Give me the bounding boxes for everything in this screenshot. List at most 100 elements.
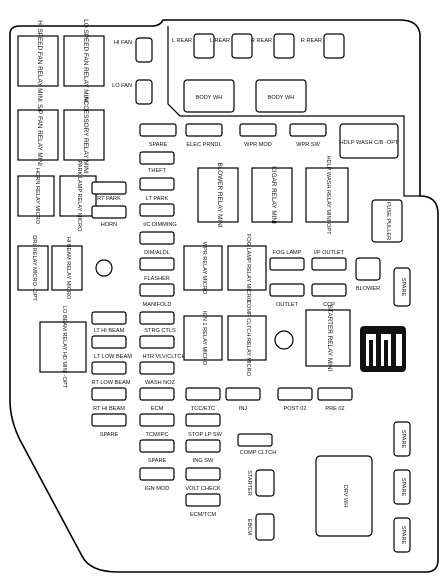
svg-text:HI FAN: HI FAN bbox=[114, 40, 132, 46]
relay-starter: STARTER RELAY MINI bbox=[305, 305, 351, 372]
svg-text:FOG LAMP RELAY MICRO: FOG LAMP RELAY MICRO bbox=[245, 234, 251, 303]
svg-text:POST 02: POST 02 bbox=[284, 406, 307, 412]
svg-text:BLOWER RELAY MINI: BLOWER RELAY MINI bbox=[216, 162, 223, 227]
relay-hdlp-wash: HDLP WASH RELAY MINI-OPT bbox=[305, 155, 349, 235]
fuse-l-rear-1: L REAR bbox=[172, 33, 215, 59]
svg-text:STARTER RELAY MINI: STARTER RELAY MINI bbox=[326, 305, 333, 372]
svg-text:RT PARK: RT PARK bbox=[97, 196, 121, 202]
fuse-inj: INJ bbox=[225, 387, 261, 412]
fuse-spare-right-1: SPARE bbox=[393, 267, 411, 307]
fuse-pre-o2: PRE 02 bbox=[317, 387, 353, 412]
svg-text:ECM/TCM: ECM/TCM bbox=[190, 512, 216, 518]
svg-text:PARK LAMP RELAY MICRO: PARK LAMP RELAY MICRO bbox=[76, 160, 82, 232]
relay-accessory: ACCESSORY RELAY MINI bbox=[63, 96, 105, 174]
fuse-starter: STARTER bbox=[246, 469, 275, 497]
fuse-tcm-ipc: TCM/IPC bbox=[139, 413, 175, 438]
relay-park-lamp: PARK LAMP RELAY MICRO bbox=[59, 160, 97, 232]
inner-step-line bbox=[167, 26, 420, 197]
fuse-r-rear-1: R REAR bbox=[251, 33, 295, 59]
fuse-dim-aldl: DIM/ALDL bbox=[139, 231, 175, 256]
svg-text:BODY WH: BODY WH bbox=[196, 95, 223, 101]
relay-cigar: CIGAR RELAY MINI bbox=[251, 166, 293, 224]
fuse-rt-park: RT PARK bbox=[91, 181, 127, 202]
svg-text:CIGAR RELAY MINI: CIGAR RELAY MINI bbox=[270, 166, 277, 224]
svg-text:LT PARK: LT PARK bbox=[146, 196, 169, 202]
svg-text:HORN: HORN bbox=[101, 222, 117, 228]
relay-comp-cltch: COMP CLTCH RELAY MICRO bbox=[227, 300, 267, 377]
fuse-post-o2: POST 02 bbox=[277, 387, 313, 412]
fuse-lt-park: LT PARK bbox=[139, 177, 175, 202]
fuse-horn: HORN bbox=[91, 205, 127, 228]
svg-text:THEFT: THEFT bbox=[148, 168, 167, 174]
svg-text:HI BEAM RELAY MICRO: HI BEAM RELAY MICRO bbox=[65, 237, 71, 300]
fuse-ecm-tcm: ECM/TCM bbox=[185, 493, 221, 518]
relay-lo-beam: LO BEAM RELAY HD MINI -OPT bbox=[39, 306, 87, 389]
svg-text:TCM/IPC: TCM/IPC bbox=[146, 432, 169, 438]
svg-text:HORN RELAY MICRO: HORN RELAY MICRO bbox=[34, 168, 40, 225]
fuse-rt-low-beam: RT LOW BEAM bbox=[91, 361, 131, 386]
svg-text:SPARE: SPARE bbox=[400, 430, 406, 449]
svg-text:COMP CLTCH: COMP CLTCH bbox=[240, 450, 276, 456]
svg-text:LO BEAM RELAY HD MINI -OPT: LO BEAM RELAY HD MINI -OPT bbox=[61, 306, 67, 389]
svg-text:ACCESSORY RELAY MINI: ACCESSORY RELAY MINI bbox=[82, 96, 89, 174]
svg-text:ING SW: ING SW bbox=[193, 458, 214, 464]
fuse-elec-prndl: ELEC PRNDL bbox=[185, 123, 223, 148]
svg-text:DRV WH: DRV WH bbox=[342, 485, 348, 508]
hdlp-wash-cb: HDLP WASH C/B -OPT bbox=[339, 123, 399, 159]
svg-text:SPARE: SPARE bbox=[400, 526, 406, 545]
svg-text:BODY WH: BODY WH bbox=[268, 95, 295, 101]
fuse-box-outline bbox=[9, 19, 439, 573]
body-wh-1: BODY WH bbox=[183, 79, 235, 113]
fuse-spare-mid: SPARE bbox=[139, 439, 175, 464]
svg-text:R REAR: R REAR bbox=[301, 38, 322, 44]
svg-text:STRG CTLS: STRG CTLS bbox=[144, 328, 176, 334]
svg-text:SPARE: SPARE bbox=[400, 478, 406, 497]
fuse-strg-ctls: STRG CTLS bbox=[139, 311, 176, 334]
svg-text:LT LOW BEAM: LT LOW BEAM bbox=[94, 354, 132, 360]
fuse-lo-fan: LO FAN bbox=[112, 79, 153, 105]
svg-text:IGN 1 RELAY MICRO: IGN 1 RELAY MICRO bbox=[201, 311, 207, 366]
fuse-lt-low-beam: LT LOW BEAM bbox=[91, 335, 132, 360]
fuse-wpr-mod: WPR MOD bbox=[239, 123, 277, 148]
fuse-fog-lamp: FOG LAMP bbox=[269, 250, 305, 271]
svg-text:WPR MOD: WPR MOD bbox=[244, 142, 272, 148]
svg-text:FLASHER: FLASHER bbox=[144, 276, 170, 282]
relay-drl: DRL RELAY MICRO -OPT bbox=[17, 235, 49, 301]
svg-text:HTR VLV/CLTCH: HTR VLV/CLTCH bbox=[143, 354, 186, 360]
fuse-flasher: FLASHER bbox=[139, 257, 175, 282]
fuse-ebcm: EBCM bbox=[246, 513, 275, 541]
svg-text:FUSE PULLER: FUSE PULLER bbox=[385, 202, 391, 240]
fuse-r-rear-2: R REAR bbox=[301, 33, 345, 59]
svg-text:OUTLET: OUTLET bbox=[276, 302, 299, 308]
fuse-spare-right-2: SPARE bbox=[393, 421, 411, 457]
fuse-outlet: OUTLET bbox=[269, 283, 305, 308]
relay-blower: BLOWER RELAY MINI bbox=[197, 162, 239, 228]
relay-wpr: WPR RELAY MICRO bbox=[183, 242, 223, 295]
svg-text:DRL RELAY MICRO -OPT: DRL RELAY MICRO -OPT bbox=[31, 235, 37, 301]
svg-text:I/C DIMMING: I/C DIMMING bbox=[143, 222, 177, 228]
svg-text:HDLP WASH C/B -OPT: HDLP WASH C/B -OPT bbox=[340, 140, 399, 146]
fuse-hi-fan: HI FAN bbox=[114, 37, 153, 63]
fuse-stop-lp-sw: STOP LP SW bbox=[185, 413, 223, 438]
fuse-ecm: ECM bbox=[139, 387, 175, 412]
fuse-rt-hi-beam: RT HI BEAM bbox=[91, 387, 127, 412]
svg-text:LO SPEED FAN RELAY MINI: LO SPEED FAN RELAY MINI bbox=[82, 19, 89, 103]
fuse-tcc-etc: TCC/ETC bbox=[185, 387, 221, 412]
svg-text:IGN MOD: IGN MOD bbox=[145, 486, 170, 492]
fuse-spare-top: SPARE bbox=[139, 123, 177, 148]
relay-hi-beam: HI BEAM RELAY MICRO bbox=[51, 237, 83, 300]
svg-text:DIM/ALDL: DIM/ALDL bbox=[144, 250, 170, 256]
brand-logo-icon bbox=[360, 326, 406, 372]
body-wh-2: BODY WH bbox=[255, 79, 307, 113]
svg-text:SPARE: SPARE bbox=[149, 142, 168, 148]
mounting-screw-2 bbox=[274, 330, 294, 350]
relay-hi-speed-fan: HI SPEED FAN RELAY MINI bbox=[17, 20, 59, 102]
svg-text:RT HI BEAM: RT HI BEAM bbox=[93, 406, 125, 412]
svg-text:MANIFOLD: MANIFOLD bbox=[143, 302, 172, 308]
fuse-manifold: MANIFOLD bbox=[139, 283, 175, 308]
svg-text:I/P OUTLET: I/P OUTLET bbox=[314, 250, 345, 256]
svg-text:WASH NOZ: WASH NOZ bbox=[145, 380, 176, 386]
svg-text:VOLT CHECK: VOLT CHECK bbox=[185, 486, 220, 492]
drv-wh: DRV WH bbox=[315, 455, 373, 537]
relay-ign1: IGN 1 RELAY MICRO bbox=[183, 311, 223, 366]
